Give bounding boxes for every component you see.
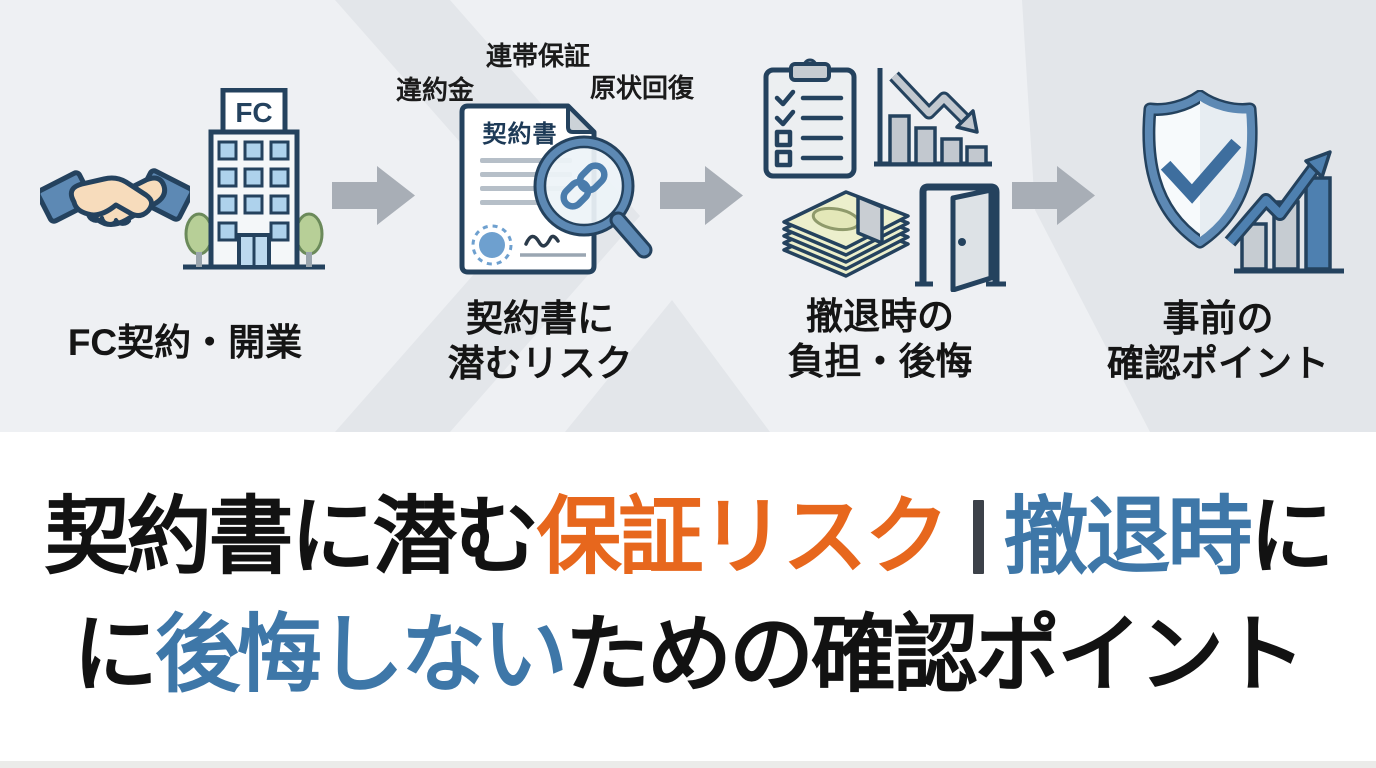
flow-arrow-icon	[660, 166, 743, 225]
step-label-check-points: 事前の 確認ポイント	[1107, 298, 1329, 384]
step-label-exit-burden: 撤退時の 負担・後悔	[787, 296, 973, 382]
risk-tag-joint-guarantee: 連帯保証	[486, 41, 591, 71]
risk-tag-penalty: 違約金	[396, 75, 475, 105]
headline-line-2: に後悔しないための確認ポイント	[72, 597, 1306, 715]
risk-tag-restoration: 原状回復	[590, 73, 695, 103]
exit-door-icon	[915, 183, 1006, 292]
headline-divider	[972, 499, 984, 574]
money-stack-icon	[782, 190, 910, 278]
fc-sign-text: FC	[235, 97, 272, 128]
bottom-edge-strip	[0, 761, 1376, 768]
magnifier-link-icon	[533, 135, 653, 259]
seal-stamp	[479, 232, 505, 258]
signature-squiggle	[524, 234, 560, 248]
shield-check-icon	[1142, 90, 1344, 274]
headline-segment: 契約書に潜む	[44, 489, 539, 585]
contract-title-text: 契約書	[483, 120, 558, 148]
headline: 契約書に潜む保証リスク撤退時に に後悔しないための確認ポイント	[0, 432, 1376, 761]
step-label-contract-risk: 契約書に 潜むリスク	[447, 298, 633, 384]
headline-segment-highlight-blue: 後悔しない	[154, 607, 568, 703]
declining-chart-icon	[874, 68, 992, 167]
process-flow-band: FC FC契約・開業 違約金 連帯保証 原状回復 契約書	[0, 0, 1376, 432]
headline-segment: ための確認ポイント	[565, 607, 1306, 703]
headline-line-1: 契約書に潜む保証リスク撤退時に	[44, 479, 1335, 597]
checklist-clipboard-icon	[763, 58, 857, 179]
headline-segment-highlight-orange: 保証リスク	[536, 489, 949, 585]
flow-arrow-icon	[1012, 166, 1095, 225]
step-label-fc-contract: FC契約・開業	[67, 322, 303, 363]
contract-document-icon: 契約書	[459, 103, 653, 275]
fc-building-icon: FC	[183, 88, 325, 270]
headline-segment: に	[72, 607, 158, 703]
headline-segment: に	[1249, 489, 1335, 585]
handshake-icon	[40, 168, 190, 227]
headline-segment-highlight-blue: 撤退時	[1003, 489, 1253, 585]
flow-arrow-icon	[332, 166, 415, 225]
